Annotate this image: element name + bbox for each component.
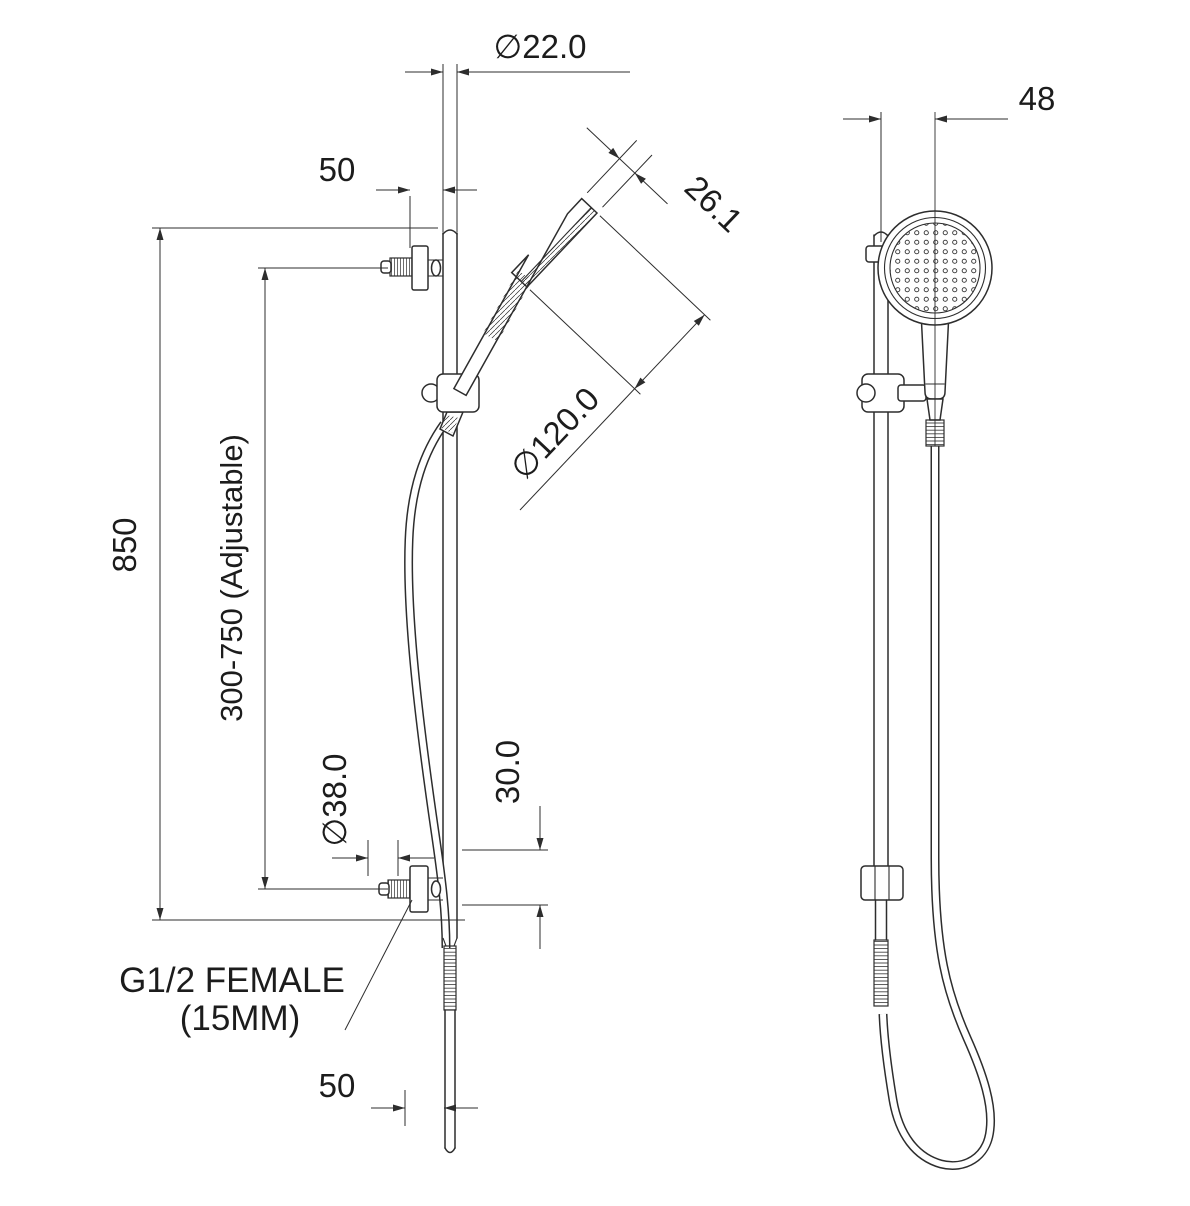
hose-front (878, 446, 996, 1170)
label-overall-height: 850 (106, 517, 143, 572)
label-rail-diameter: ∅22.0 (494, 28, 587, 65)
spray-face-hatch (521, 207, 597, 287)
hose-side (404, 421, 451, 949)
side-view-dimensions: ∅22.0 50 850 300-750 (Adjustable) (106, 28, 750, 1126)
label-head-diameter: ∅120.0 (503, 380, 606, 486)
label-flange-diameter: ∅38.0 (316, 754, 353, 847)
holder-arm-front (897, 384, 927, 402)
inlet-leader-line (344, 899, 413, 1031)
threaded-section-side (443, 945, 457, 1011)
label-inlet-line2: (15MM) (180, 999, 301, 1038)
inlet-front (860, 865, 904, 1007)
slider-knob-front (856, 383, 876, 403)
front-view-dimensions: 48 (843, 80, 1055, 242)
top-wall-bracket-side (380, 245, 443, 291)
wall-flange-top (411, 245, 429, 291)
handle-knurl (483, 270, 533, 342)
label-head-offset-front: 48 (1019, 80, 1056, 117)
slider-holder-front (856, 373, 927, 413)
threaded-section-front (873, 939, 889, 1007)
label-adjustable-range: 300-750 (Adjustable) (214, 434, 249, 722)
wall-flange-bottom (409, 865, 429, 913)
front-view: 48 (843, 80, 1055, 1170)
label-inlet-line1: G1/2 FEMALE (119, 961, 345, 1000)
threaded-stub-bottom (387, 879, 411, 899)
side-view: ∅22.0 50 850 300-750 (Adjustable) (106, 28, 750, 1154)
rail-front (873, 231, 889, 867)
threaded-stub-top (389, 257, 413, 277)
label-wall-offset-bottom: 50 (319, 1067, 356, 1104)
label-bracket-offset: 30.0 (489, 740, 526, 804)
label-wall-offset-top: 50 (319, 151, 356, 188)
inlet-side (442, 937, 458, 1154)
bottom-wall-bracket-side (378, 865, 443, 913)
rail-side (442, 229, 458, 939)
label-head-thickness: 26.1 (678, 168, 750, 239)
hex-nut-front (860, 865, 904, 901)
hand-shower-side (452, 197, 599, 397)
